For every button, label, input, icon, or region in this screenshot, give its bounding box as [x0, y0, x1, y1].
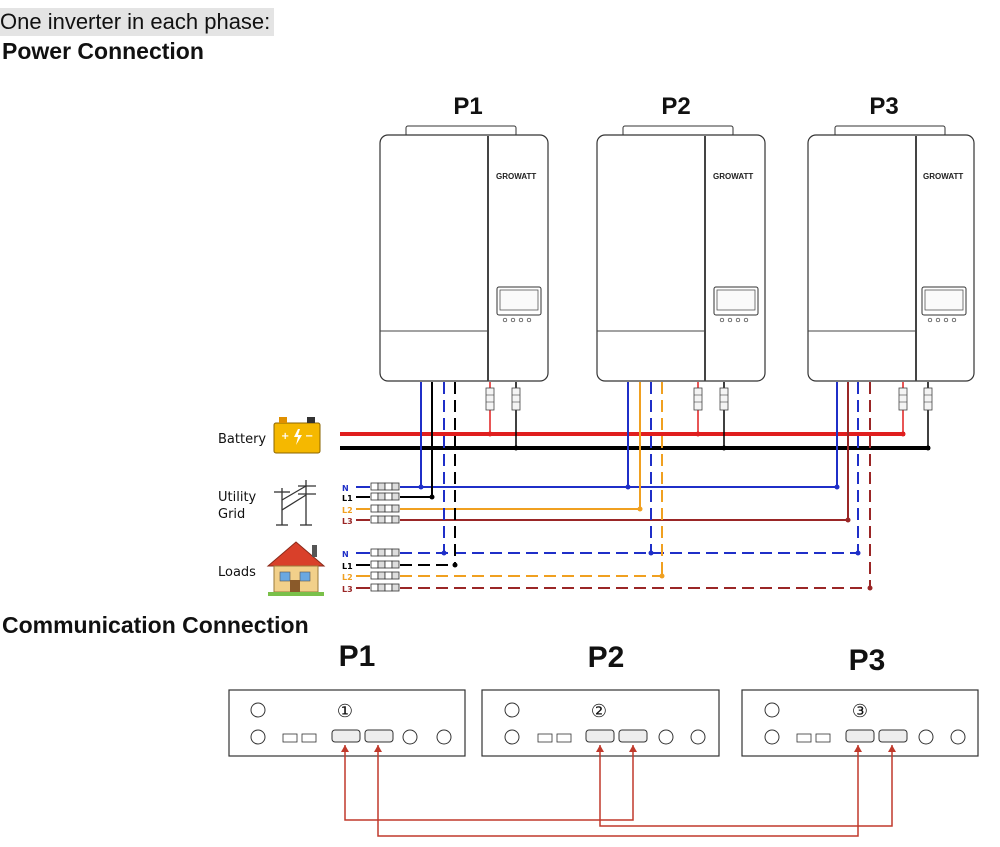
grid-terminal-N: N — [342, 484, 349, 493]
loads-terminal-L1: L1 — [342, 562, 353, 571]
inverter-label-p3: P3 — [869, 93, 898, 120]
comm-number-p2: ② — [591, 701, 607, 722]
inverter-brand: GROWATT — [496, 172, 536, 181]
comm-cables — [344, 745, 893, 837]
comm-label-p2: P2 — [588, 641, 625, 674]
inverter-p3: GROWATT — [807, 125, 975, 382]
comm-number-p3: ③ — [852, 701, 868, 722]
grid-label-line2: Grid — [218, 507, 245, 522]
inverter-label-p1: P1 — [453, 93, 482, 120]
inverter-brand: GROWATT — [923, 172, 963, 181]
inverter-p2: GROWATT — [596, 125, 766, 382]
load-lines — [400, 382, 871, 589]
utility-pole-icon — [274, 480, 316, 526]
battery-bus — [340, 382, 933, 451]
comm-number-p1: ① — [337, 701, 353, 722]
grid-label-line1: Utility — [218, 490, 257, 505]
comm-label-p1: P1 — [339, 640, 376, 673]
svg-text:−: − — [305, 431, 313, 442]
grid-terminal-L1: L1 — [342, 494, 353, 503]
comm-panel-p3: ③ — [741, 689, 979, 757]
battery-icon: + − — [273, 417, 321, 454]
house-icon — [266, 541, 326, 596]
inverter-brand: GROWATT — [713, 172, 753, 181]
loads-terminal-block: N L1 L2 L3 — [342, 548, 400, 594]
comm-label-p3: P3 — [849, 644, 886, 677]
battery-label: Battery — [218, 432, 266, 447]
comm-panel-p1: ① — [228, 689, 466, 757]
grid-terminal-L2: L2 — [342, 506, 353, 515]
grid-lines — [400, 382, 851, 523]
grid-terminal-L3: L3 — [342, 517, 353, 526]
loads-label: Loads — [218, 565, 256, 580]
inverter-p1: GROWATT — [379, 125, 549, 382]
loads-terminal-L2: L2 — [342, 573, 353, 582]
svg-text:+: + — [281, 431, 289, 442]
power-connection-heading: Power Connection — [2, 38, 204, 64]
loads-terminal-N: N — [342, 550, 349, 559]
loads-terminal-L3: L3 — [342, 585, 353, 594]
grid-terminal-block: N L1 L2 L3 — [342, 482, 400, 526]
intro-text: One inverter in each phase: — [0, 8, 275, 36]
inverter-label-p2: P2 — [661, 93, 690, 120]
communication-connection-heading: Communication Connection — [2, 612, 309, 638]
